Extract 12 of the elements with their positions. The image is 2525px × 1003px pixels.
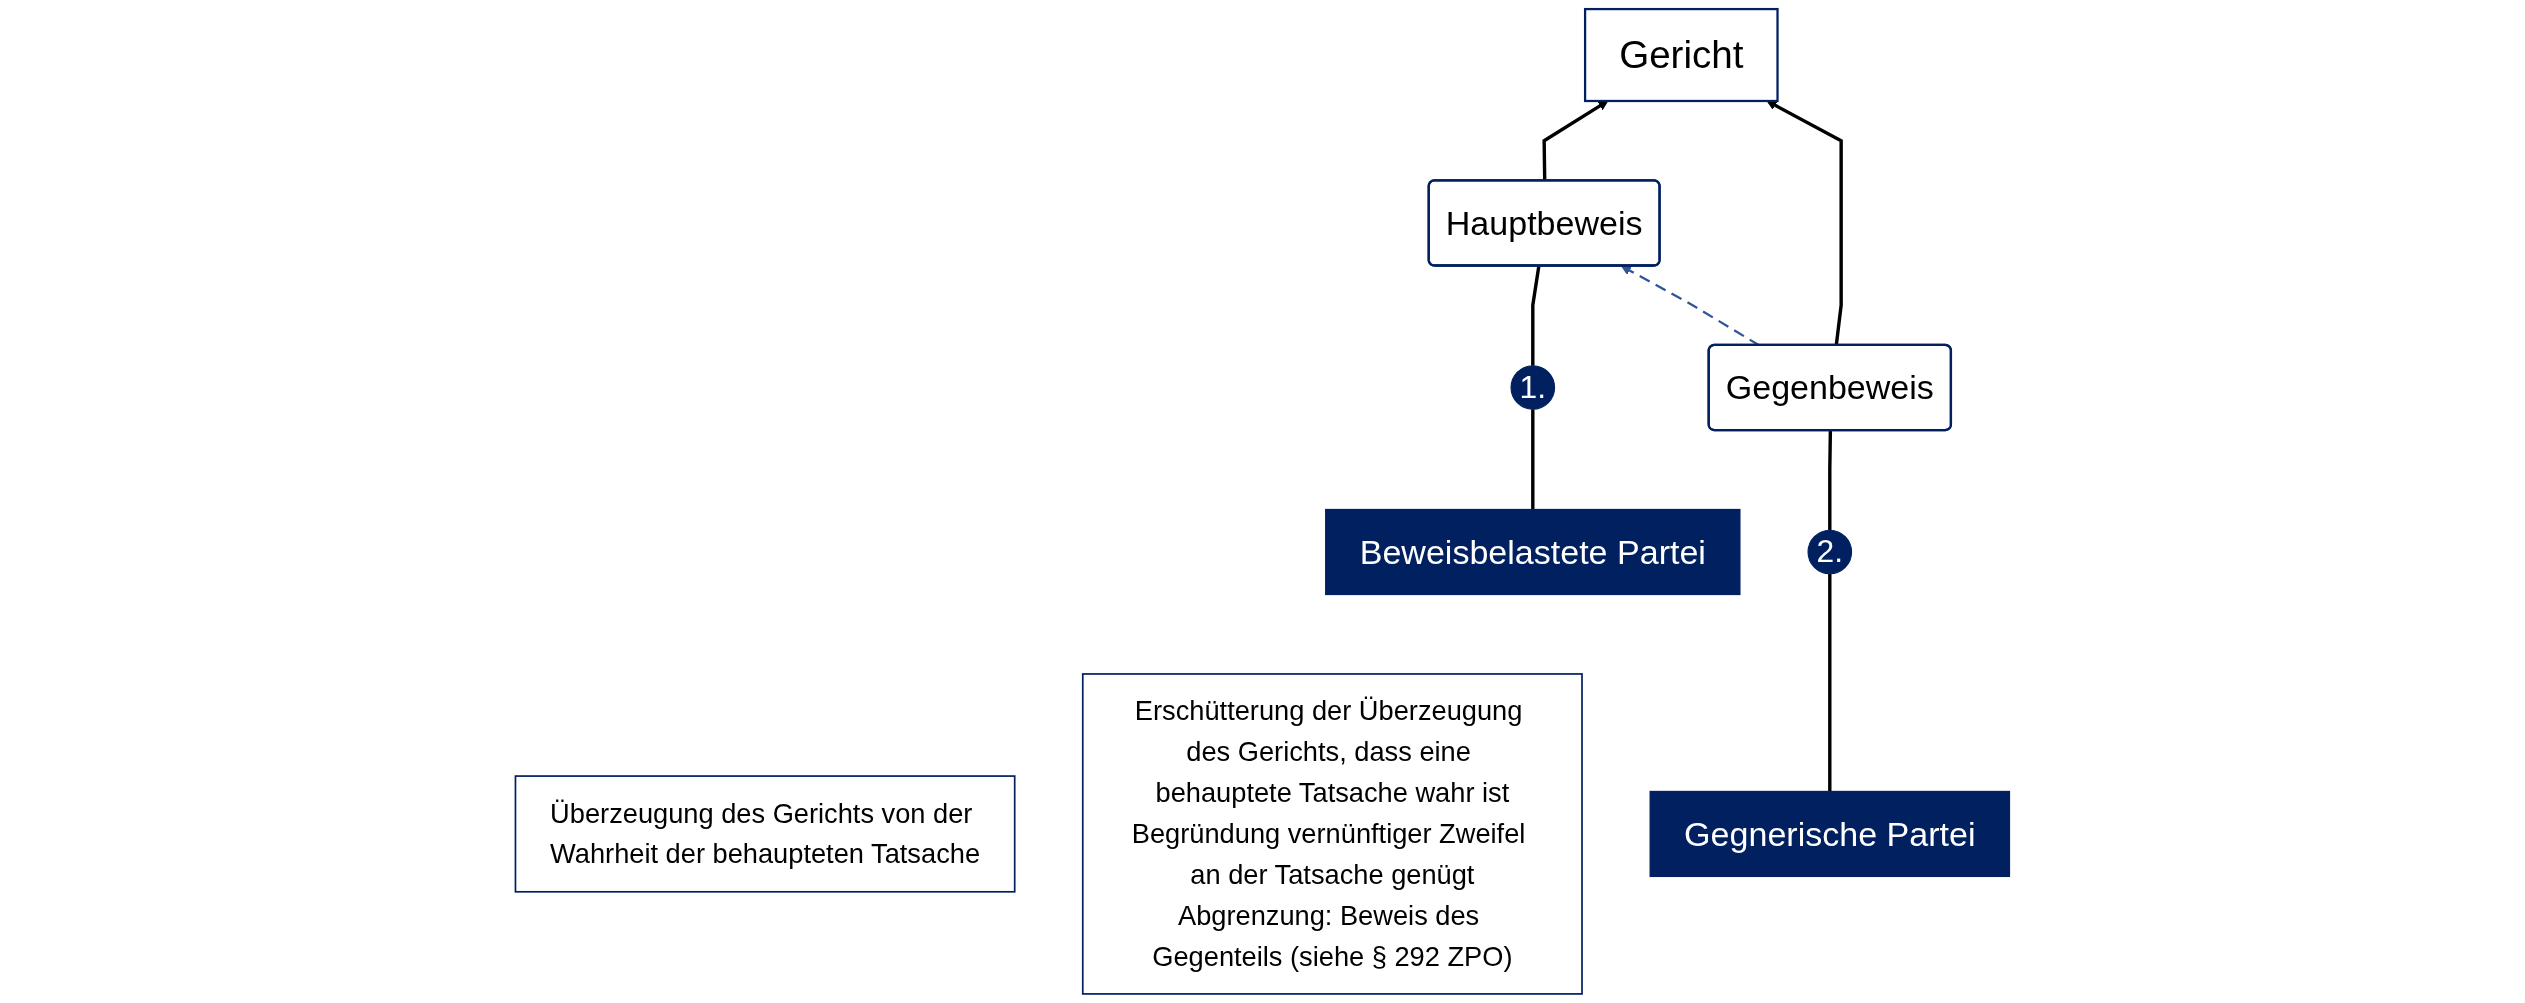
connector — [1531, 409, 1535, 510]
connector — [1828, 430, 1833, 531]
arrow — [1542, 100, 1609, 181]
node-box: Erschütterung der Überzeugung des Gerichts, dass eine behauptete Tatsache wahr ist Begründung vernünftiger Zweifel an der Tatsache genügt Abgrenzung: Beweis des Gegenteils (siehe § 292 ZPO) — [1081, 673, 1583, 995]
node-box: Gegnerische Partei — [1649, 790, 2011, 878]
node-circle: 1. — [1510, 365, 1556, 410]
connector — [1828, 573, 1832, 792]
node-box: Beweisbelastete Partei — [1325, 508, 1741, 596]
node-box: Gericht — [1583, 7, 1779, 103]
node-box: Überzeugung des Gerichts von der Wahrheit der behaupteten Tatsache — [514, 775, 1016, 893]
node-circle: 2. — [1807, 529, 1853, 575]
connector — [1531, 265, 1541, 366]
